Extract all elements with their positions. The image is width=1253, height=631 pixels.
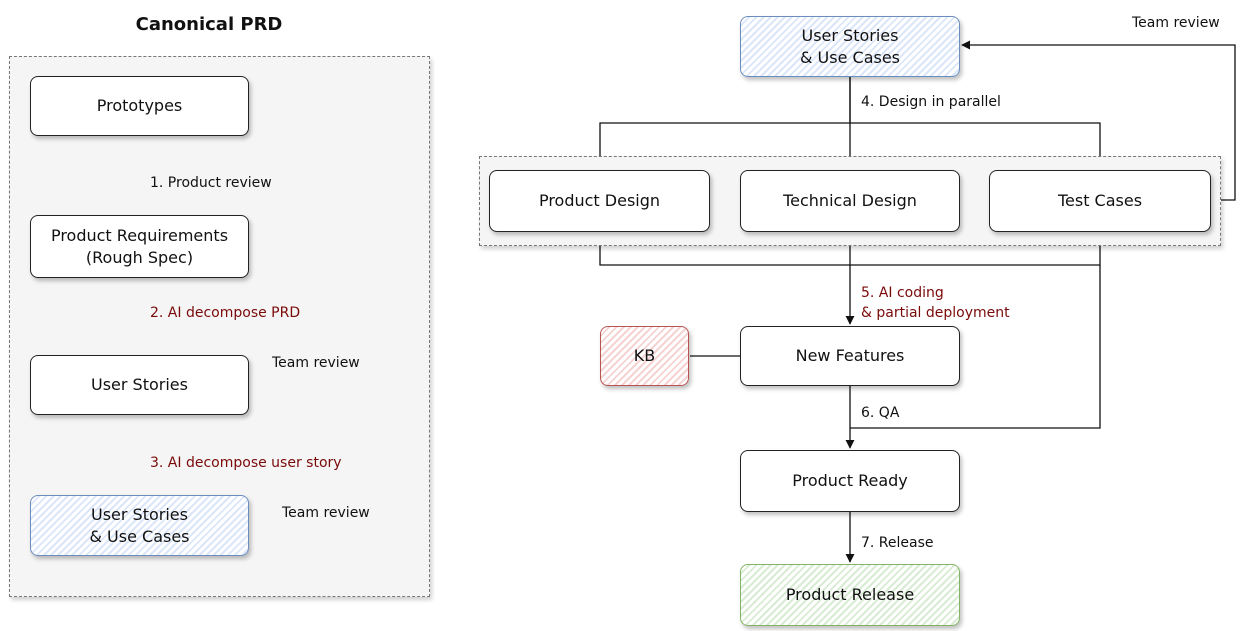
node-product-requirements[interactable]: Product Requirements (Rough Spec) bbox=[30, 215, 249, 278]
edge-design-to-product bbox=[595, 77, 851, 169]
edge-label-team-review-right: Team review bbox=[1132, 15, 1220, 31]
edge-label-ai-decompose-prd: 2. AI decompose PRD bbox=[150, 305, 301, 321]
edge-label-product-review: 1. Product review bbox=[150, 175, 272, 191]
node-product-ready[interactable]: Product Ready bbox=[740, 450, 960, 512]
node-technical-design[interactable]: Technical Design bbox=[740, 170, 960, 232]
node-product-release[interactable]: Product Release bbox=[740, 564, 960, 626]
edge-label-team-review-1: Team review bbox=[272, 355, 360, 371]
edge-label-ai-coding: 5. AI coding & partial deployment bbox=[861, 285, 1010, 321]
edge-label-ai-decompose-story: 3. AI decompose user story bbox=[150, 455, 342, 471]
node-prototypes[interactable]: Prototypes bbox=[30, 76, 249, 136]
edge-design-to-testcases bbox=[850, 122, 1105, 169]
page-title: Canonical PRD bbox=[135, 14, 283, 35]
node-product-design[interactable]: Product Design bbox=[489, 170, 710, 232]
edge-testcases-to-qa bbox=[850, 265, 1101, 429]
edge-label-design-parallel: 4. Design in parallel bbox=[861, 94, 1001, 110]
edge-team-review-right bbox=[961, 40, 1236, 201]
edge-label-release: 7. Release bbox=[861, 535, 934, 551]
node-user-stories[interactable]: User Stories bbox=[30, 355, 249, 415]
edge-label-qa: 6. QA bbox=[861, 405, 900, 421]
node-user-stories-use-cases-right[interactable]: User Stories & Use Cases bbox=[740, 16, 960, 77]
edge-label-team-review-2: Team review bbox=[282, 505, 370, 521]
node-test-cases[interactable]: Test Cases bbox=[989, 170, 1211, 232]
node-user-stories-use-cases-left[interactable]: User Stories & Use Cases bbox=[30, 495, 249, 556]
node-new-features[interactable]: New Features bbox=[740, 326, 960, 386]
node-kb[interactable]: KB bbox=[600, 326, 689, 386]
